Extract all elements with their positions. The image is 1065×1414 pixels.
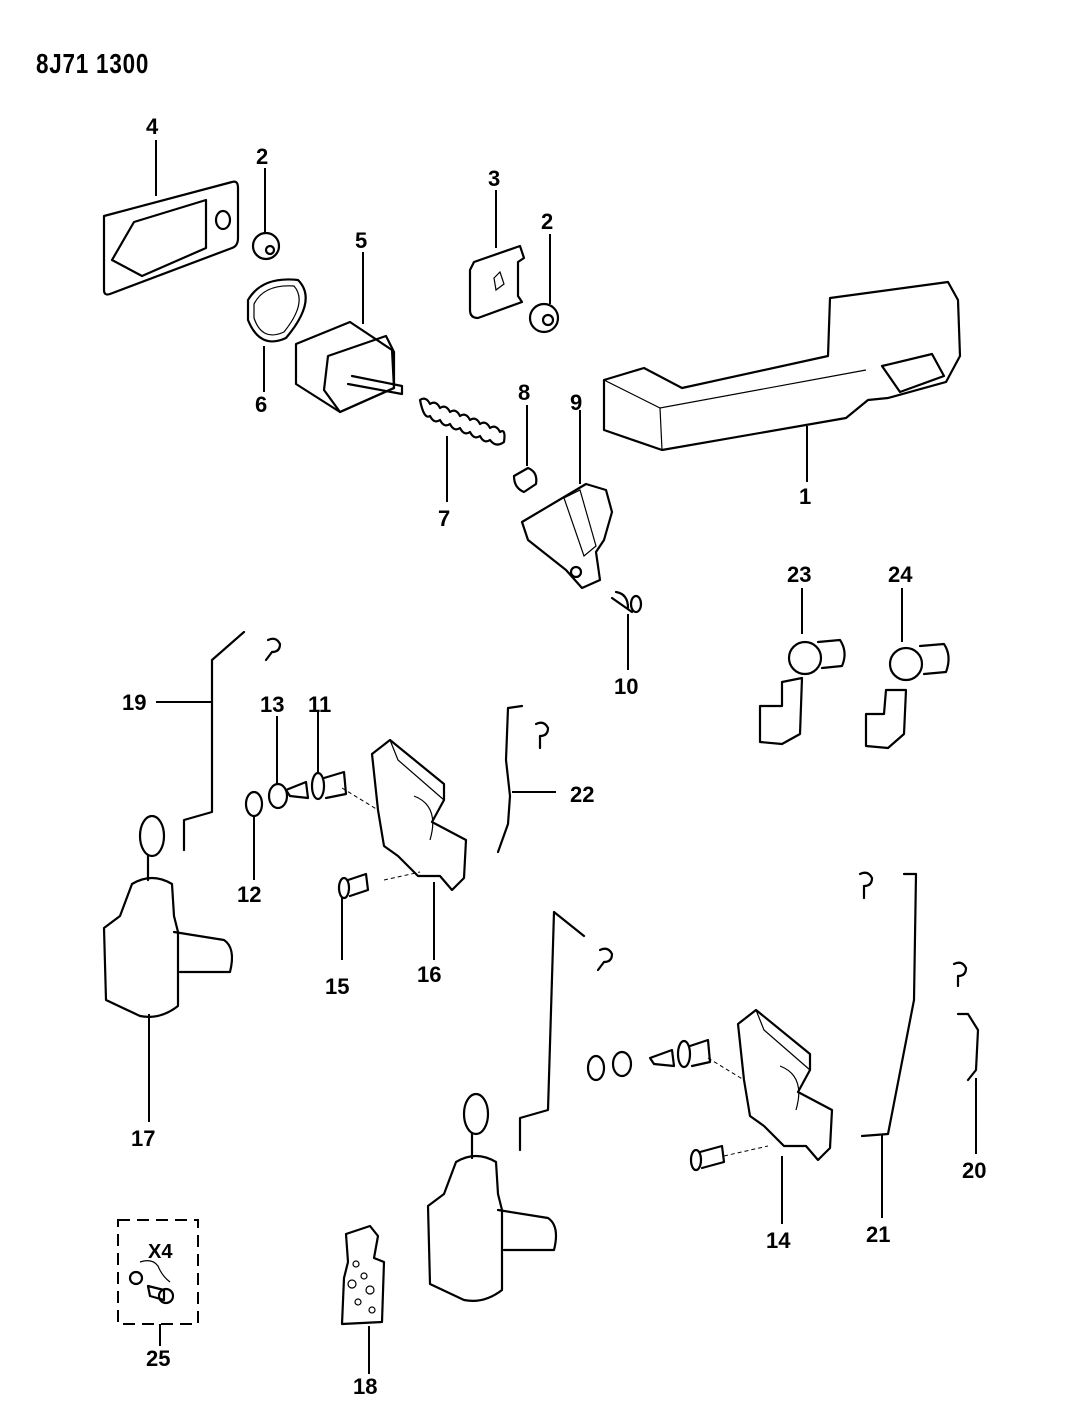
part-6-seal-ring[interactable] xyxy=(246,278,307,343)
part-22-link-rod[interactable] xyxy=(496,704,550,854)
part-3-clip-plate[interactable] xyxy=(468,244,526,320)
callout-10: 10 xyxy=(614,674,638,699)
part-20-link-rod-short[interactable] xyxy=(952,961,980,1082)
part-24-rod-clip[interactable] xyxy=(864,642,950,750)
callout-6: 6 xyxy=(255,392,267,417)
part-23-rod-clip[interactable] xyxy=(758,638,846,746)
callout-19: 19 xyxy=(122,690,146,715)
callout-22: 22 xyxy=(570,782,594,807)
callout-9: 9 xyxy=(570,390,582,415)
callout-13: 13 xyxy=(260,692,284,717)
part-15-screw[interactable] xyxy=(337,872,370,900)
callout-16: 16 xyxy=(417,962,441,987)
part-1-door-handle[interactable] xyxy=(602,280,962,452)
part-2-nut[interactable] xyxy=(528,302,560,334)
part-9-lever-bracket[interactable] xyxy=(520,482,614,590)
callout-12: 12 xyxy=(237,882,261,907)
callout-8: 8 xyxy=(518,380,530,405)
striker-bolt-lower[interactable] xyxy=(648,1038,712,1069)
callout-5: 5 xyxy=(355,228,367,253)
callout-7: 7 xyxy=(438,506,450,531)
callout-24: 24 xyxy=(888,562,913,587)
lock-actuator-lower[interactable] xyxy=(426,1092,558,1302)
callout-14: 14 xyxy=(766,1228,791,1253)
callout-21: 21 xyxy=(866,1222,890,1247)
callout-1: 1 xyxy=(799,484,811,509)
part-21-link-rod[interactable] xyxy=(858,871,918,1138)
part-8-bushing[interactable] xyxy=(512,466,538,494)
callout-4: 4 xyxy=(146,114,159,139)
part-7-spring[interactable] xyxy=(418,397,506,446)
part-16-door-latch[interactable] xyxy=(370,738,468,892)
part-11-striker-bolt[interactable] xyxy=(284,770,348,801)
link-rod-lower[interactable] xyxy=(518,910,614,1152)
latch-screw-lower[interactable] xyxy=(689,1144,726,1172)
callout-2a: 2 xyxy=(256,144,268,169)
callout-11: 11 xyxy=(308,692,331,717)
callout-17: 17 xyxy=(131,1126,155,1151)
part-10-screw[interactable] xyxy=(610,590,643,614)
part-17-lock-actuator[interactable] xyxy=(102,814,234,1018)
part-25-screw-kit[interactable] xyxy=(117,1219,199,1325)
callout-3: 3 xyxy=(488,166,500,191)
part-13-washer[interactable] xyxy=(267,782,289,810)
callout-18: 18 xyxy=(353,1374,377,1399)
kit-quantity-note: X4 xyxy=(148,1241,173,1263)
callout-23: 23 xyxy=(787,562,811,587)
part-4-gasket[interactable] xyxy=(102,180,240,296)
part-14-door-latch[interactable] xyxy=(736,1008,834,1162)
part-19-link-rod[interactable] xyxy=(182,630,282,852)
part-12-washer[interactable] xyxy=(244,790,264,818)
diagram-code: 8J71 1300 xyxy=(36,48,150,79)
callout-2b: 2 xyxy=(541,209,553,234)
callout-15: 15 xyxy=(325,974,349,999)
part-2-nut[interactable] xyxy=(251,231,281,261)
callout-25: 25 xyxy=(146,1346,170,1371)
washer-pair-lower[interactable] xyxy=(586,1050,633,1082)
part-18-shim-plate[interactable] xyxy=(340,1224,386,1326)
part-5-cylinder-housing[interactable] xyxy=(294,320,404,414)
callout-20: 20 xyxy=(962,1158,986,1183)
